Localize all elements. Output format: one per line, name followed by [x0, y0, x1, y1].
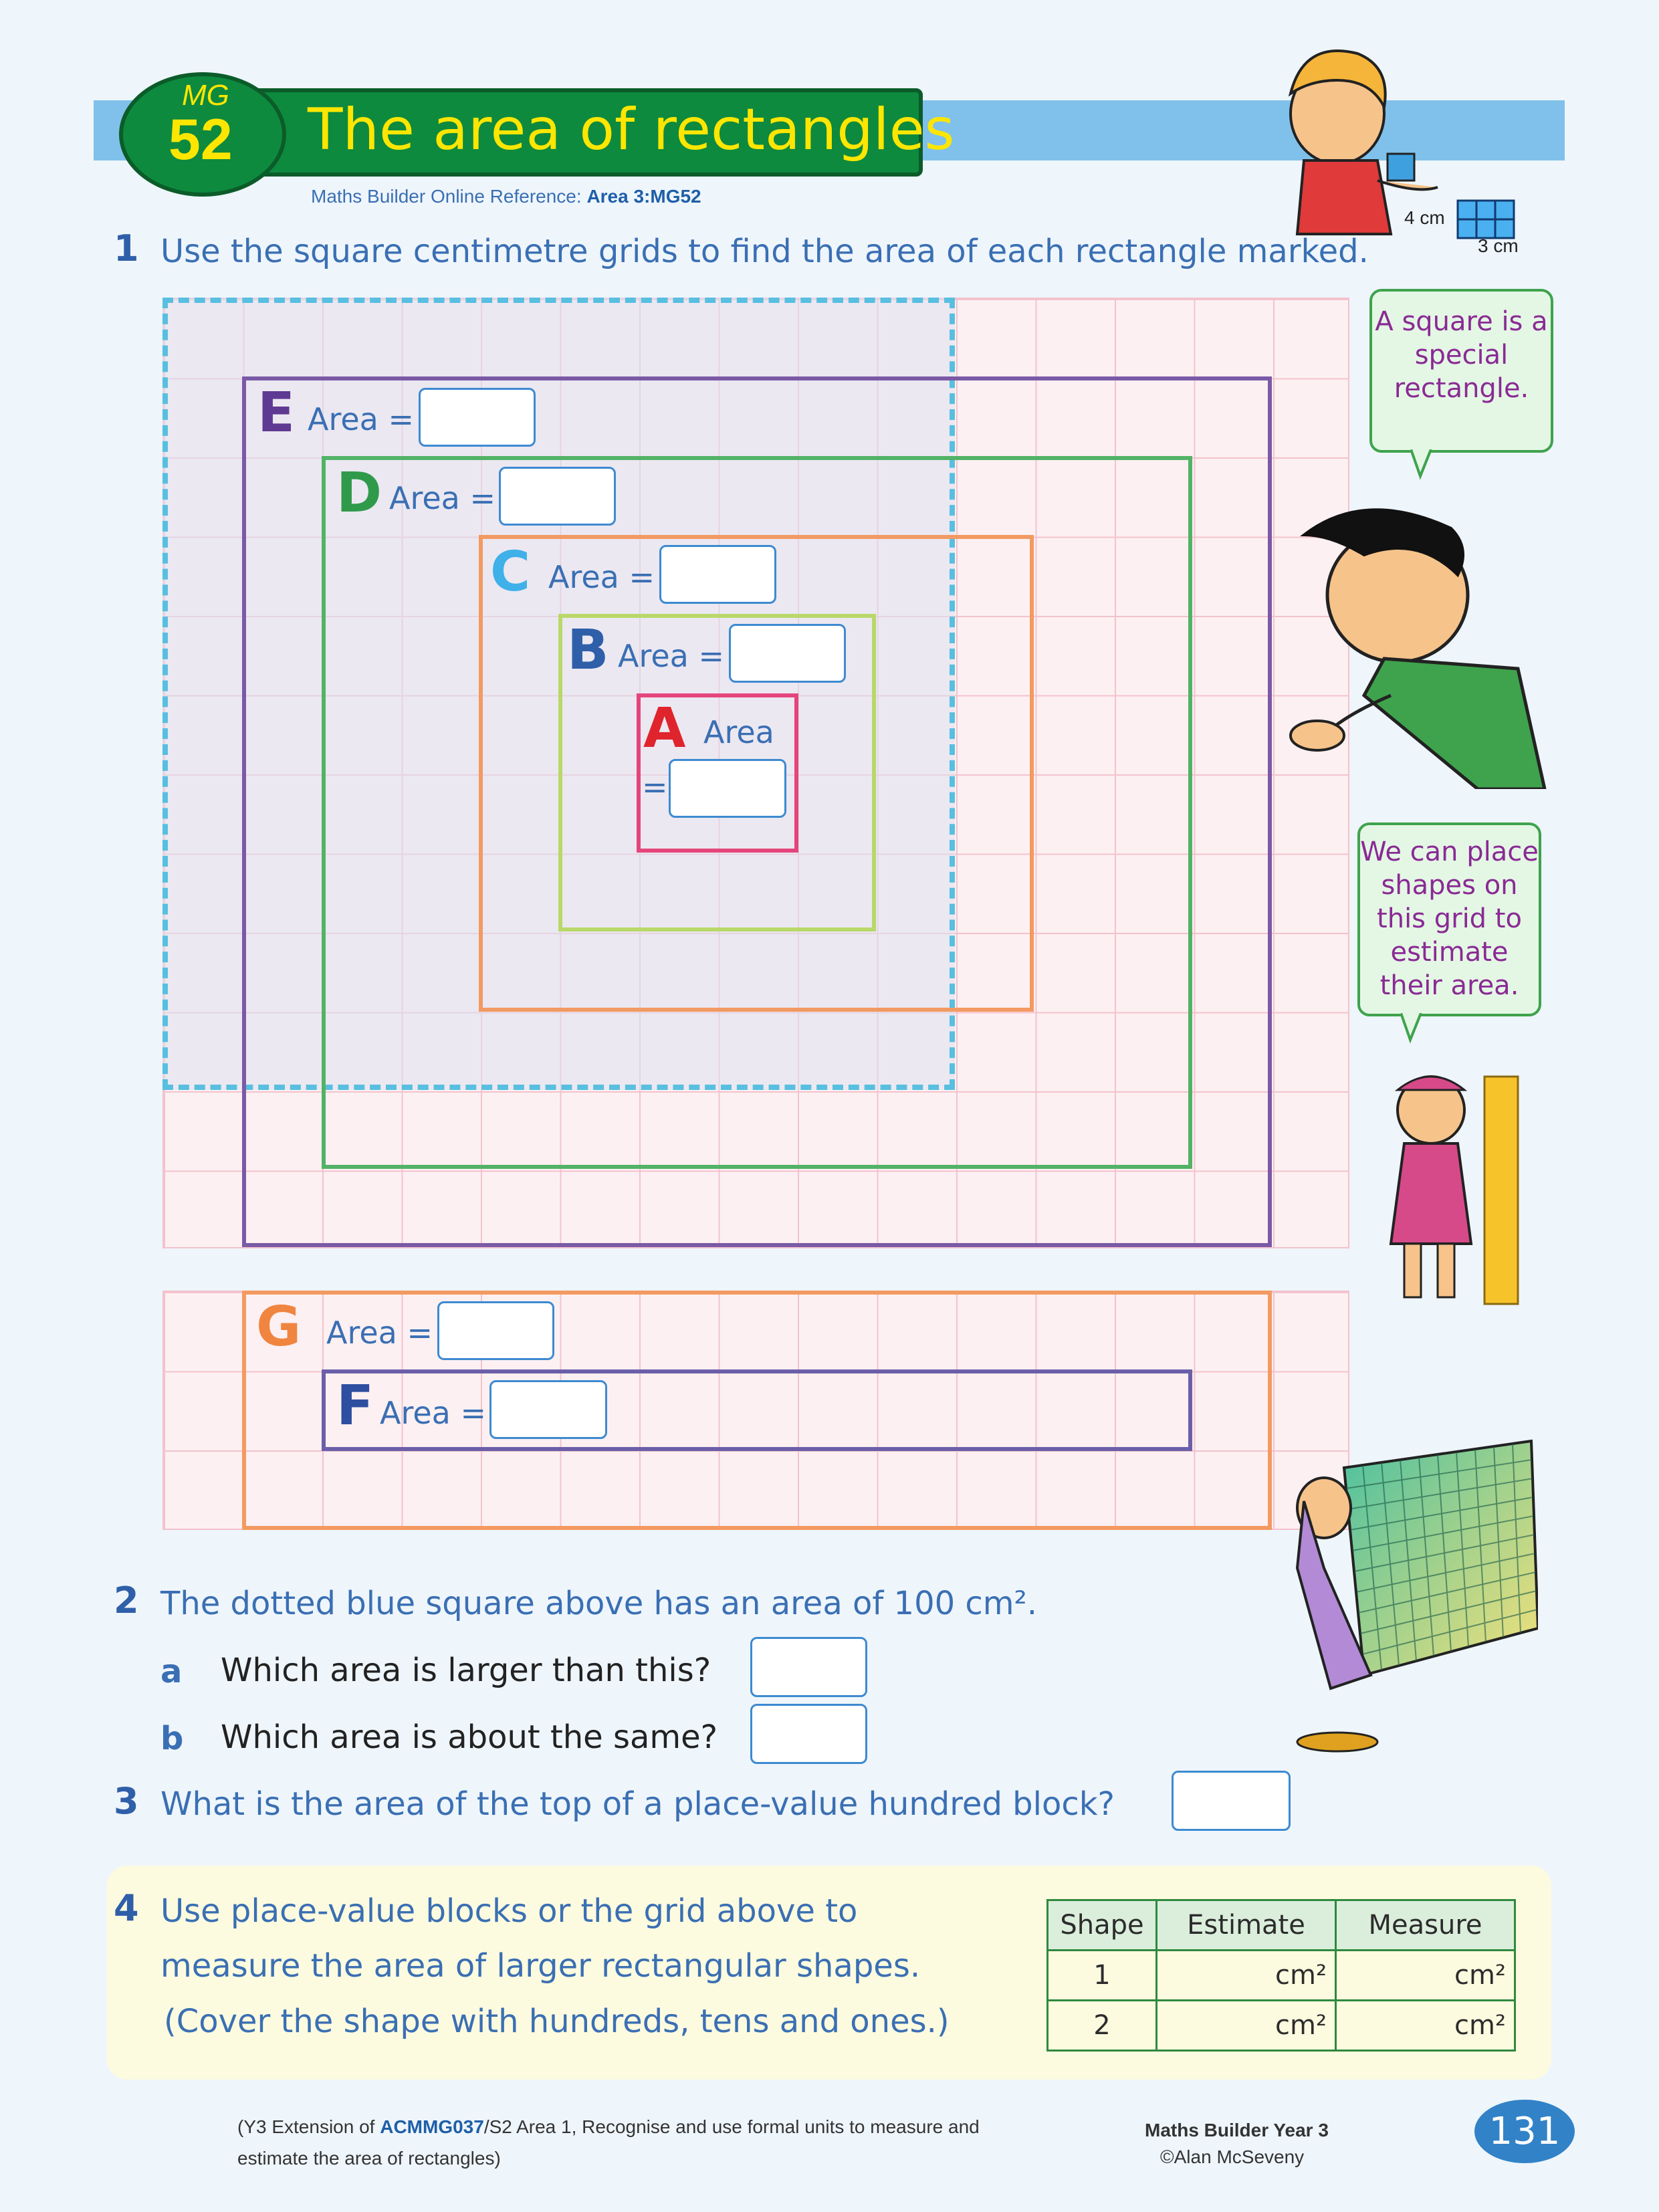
- bubble-tail: [1401, 1013, 1422, 1044]
- rectangle-g: [242, 1291, 1272, 1530]
- rect-c-letter: C: [490, 540, 531, 604]
- curriculum-prefix: (Y3 Extension of: [237, 2116, 380, 2137]
- q2a-answer-box[interactable]: [750, 1637, 867, 1697]
- q3-number: 3: [114, 1780, 139, 1822]
- rectangle-b: [558, 614, 876, 931]
- badge-number: 52: [169, 108, 233, 172]
- q4-line1: Use place-value blocks or the grid above…: [160, 1892, 858, 1930]
- header-shape: Shape: [1046, 1899, 1157, 1951]
- rect-a-letter: A: [643, 697, 686, 760]
- speech-bubble-square: A square is a special rectangle.: [1369, 289, 1553, 453]
- header-estimate: Estimate: [1155, 1899, 1337, 1951]
- q2-text: The dotted blue square above has an area…: [160, 1585, 1038, 1622]
- curriculum-rest: /S2 Area 1, Recognise and use formal uni…: [483, 2116, 980, 2137]
- page-number: 131: [1474, 2100, 1575, 2163]
- q3-answer-box[interactable]: [1172, 1771, 1291, 1831]
- q2b-answer-box[interactable]: [750, 1704, 867, 1764]
- rectangle-e: [242, 376, 1272, 1247]
- rectangle-a: [637, 693, 798, 853]
- rect-f-area-label: Area =: [380, 1395, 487, 1431]
- q4-line3: (Cover the shape with hundreds, tens and…: [164, 2003, 950, 2040]
- row1-measure-cell[interactable]: cm²: [1335, 1949, 1516, 2001]
- reference-prefix: Maths Builder Online Reference:: [311, 186, 582, 207]
- rect-g-letter: G: [256, 1295, 302, 1359]
- rect-e-letter: E: [257, 381, 296, 445]
- row1-shape: 1: [1046, 1949, 1157, 2001]
- q3-text: What is the area of the top of a place-v…: [160, 1785, 1115, 1823]
- rect-g-area-label: Area =: [326, 1315, 433, 1351]
- rect-f-answer-box[interactable]: [489, 1380, 607, 1439]
- rectangle-f: [322, 1369, 1192, 1451]
- row2-estimate-cell[interactable]: cm²: [1155, 1999, 1337, 2052]
- rect-b-answer-box[interactable]: [729, 624, 846, 683]
- rectangle-d: [322, 456, 1192, 1169]
- q2b-text: Which area is about the same?: [221, 1719, 718, 1756]
- q4-number: 4: [114, 1887, 139, 1929]
- q2a-label: a: [160, 1653, 183, 1690]
- girl-with-ruler-illustration: [1389, 1075, 1519, 1305]
- title-box: [247, 88, 923, 177]
- table-row: 2 cm² cm²: [1046, 1999, 1516, 2052]
- q1-number: 1: [114, 227, 139, 269]
- rect-a-area-label: Area: [703, 714, 774, 750]
- rect-a-equals: =: [642, 769, 668, 805]
- topic-badge: [119, 72, 286, 197]
- square-centimetre-grid-lower: [162, 1291, 1349, 1530]
- measurement-table: Shape Estimate Measure 1 cm² cm² 2 cm² c…: [1046, 1899, 1516, 2052]
- q1-instruction: Use the square centimetre grids to find …: [160, 233, 1369, 270]
- boy-pointing-illustration: [1289, 508, 1547, 789]
- table-row: 1 cm² cm²: [1046, 1949, 1516, 2001]
- rect-f-letter: F: [336, 1374, 374, 1438]
- speech-bubble-grid: We can place shapes on this grid to esti…: [1357, 822, 1541, 1016]
- rect-c-area-label: Area =: [548, 559, 655, 595]
- rect-c-answer-box[interactable]: [659, 545, 776, 604]
- badge-strand: MG: [182, 79, 229, 112]
- copyright: ©Alan McSeveny: [1160, 2146, 1305, 2167]
- bubble-square-text: A square is a special rectangle.: [1375, 306, 1548, 404]
- rect-d-area-label: Area =: [389, 480, 496, 516]
- q4-line2: measure the area of larger rectangular s…: [160, 1947, 921, 1985]
- block-dimension-width: 3 cm: [1478, 235, 1519, 256]
- row2-measure-cell[interactable]: cm²: [1335, 1999, 1516, 2052]
- block-dimension-length: 4 cm: [1404, 207, 1445, 228]
- q2-number: 2: [114, 1579, 139, 1622]
- page-title: The area of rectangles: [308, 96, 955, 163]
- curriculum-reference: (Y3 Extension of ACMMG037/S2 Area 1, Rec…: [237, 2116, 980, 2138]
- bubble-grid-text: We can place shapes on this grid to esti…: [1360, 837, 1539, 1001]
- row1-estimate-cell[interactable]: cm²: [1155, 1949, 1337, 2001]
- table-header-row: Shape Estimate Measure: [1046, 1899, 1516, 1951]
- bubble-tail: [1411, 449, 1432, 480]
- rectangle-c: [479, 535, 1034, 1012]
- header-measure: Measure: [1335, 1899, 1516, 1951]
- rect-e-area-label: Area =: [308, 401, 415, 437]
- rect-a-answer-box[interactable]: [669, 759, 786, 818]
- q2a-text: Which area is larger than this?: [221, 1652, 711, 1689]
- row2-shape: 2: [1046, 1999, 1157, 2052]
- rect-b-area-label: Area =: [618, 638, 725, 674]
- q2b-label: b: [160, 1720, 184, 1757]
- rect-g-answer-box[interactable]: [437, 1301, 554, 1360]
- reference-code: Area 3:MG52: [586, 186, 701, 207]
- book-title: Maths Builder Year 3: [1145, 2120, 1329, 2140]
- rect-d-answer-box[interactable]: [499, 467, 616, 526]
- curriculum-code: ACMMG037: [380, 2116, 484, 2137]
- girl-with-block-illustration: [1288, 49, 1515, 239]
- boy-with-hundred-block-illustration: [1295, 1439, 1538, 1753]
- rect-b-letter: B: [567, 619, 609, 682]
- curriculum-line2: estimate the area of rectangles): [237, 2148, 501, 2169]
- online-reference: Maths Builder Online Reference: Area 3:M…: [311, 186, 701, 207]
- rect-e-answer-box[interactable]: [419, 388, 536, 447]
- rect-d-letter: D: [336, 461, 382, 525]
